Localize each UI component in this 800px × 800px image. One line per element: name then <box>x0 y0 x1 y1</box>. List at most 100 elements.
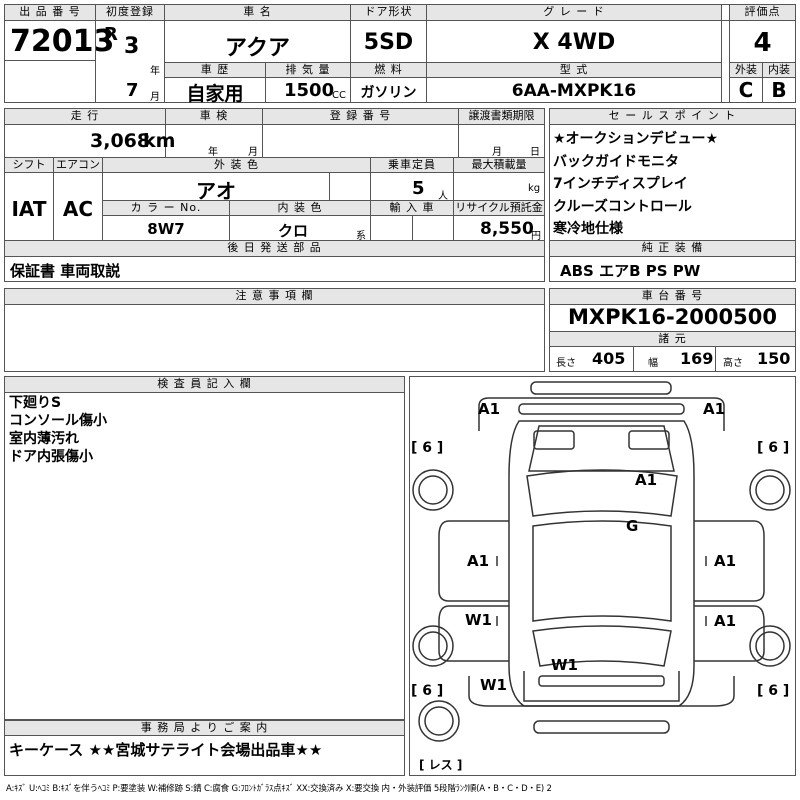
first-reg-label: 初度登録 <box>96 5 164 20</box>
equip-label: 純 正 装 備 <box>550 241 795 256</box>
inspect-month: 月 <box>248 147 258 158</box>
reg-year: 3 <box>124 34 140 59</box>
history-label: 車 歴 <box>165 63 265 77</box>
inspector-block <box>4 376 405 720</box>
color-number: 8W7 <box>147 220 185 238</box>
damage-mark-left-front-door: A1 <box>467 552 490 570</box>
damage-mark-hood: A1 <box>635 471 658 489</box>
tire-rear-right: [ 6 ] <box>757 683 790 699</box>
damage-mark-roof: G <box>626 517 639 535</box>
month-unit: 月 <box>150 92 160 103</box>
reg-month: 7 <box>126 80 139 101</box>
sales-item: ★オークションデビュー★ <box>553 131 719 147</box>
header-block <box>4 4 796 103</box>
regno-label: 登 録 番 号 <box>263 109 458 124</box>
grade-label: グ レ ー ド <box>427 5 721 20</box>
height-label: 高さ <box>723 358 743 369</box>
chassis-label: 車 台 番 号 <box>550 289 795 304</box>
sales-block <box>549 108 796 282</box>
chassis-block <box>549 288 796 372</box>
displacement: 1500 <box>284 80 335 101</box>
damage-mark-front-left: A1 <box>478 400 501 418</box>
history: 自家用 <box>186 83 244 105</box>
tire-front-right: [ 6 ] <box>757 440 790 456</box>
transfer-label: 譲渡書類期限 <box>459 109 544 124</box>
score: 4 <box>753 28 772 58</box>
spec-block <box>4 108 545 282</box>
notes-block <box>4 288 545 372</box>
sales-item: 7インチディスプレイ <box>553 176 688 192</box>
inspect-label: 車 検 <box>166 109 262 124</box>
model-label: 型 式 <box>427 63 721 77</box>
inspector-line: ドア内張傷小 <box>9 449 93 465</box>
load-label: 最大積載量 <box>454 158 544 172</box>
notes-label: 注 意 事 項 欄 <box>5 289 544 304</box>
score-label: 評価点 <box>730 5 795 20</box>
car-label: 車 名 <box>165 5 350 20</box>
recycle-unit: 円 <box>531 231 541 242</box>
disp-label: 排 気 量 <box>266 63 350 77</box>
door-type: 5SD <box>363 30 414 55</box>
shift: IAT <box>11 197 47 221</box>
ext-grade: C <box>738 78 754 102</box>
inspect-year: 年 <box>208 147 218 158</box>
mileage-label: 走 行 <box>5 109 165 124</box>
lot-number: 72013 <box>10 24 115 59</box>
shift-label: シフト <box>5 158 53 172</box>
capacity: 5 <box>412 178 425 199</box>
sales-list: ★オークションデビュー★ バックガイドモニタ 7インチディスプレイ クルーズコン… <box>553 128 718 241</box>
sales-item: クルーズコントロール <box>553 198 692 215</box>
lot-label: 出 品 番 号 <box>5 5 95 20</box>
transfer-day: 日 <box>530 147 540 158</box>
fuel-label: 燃 料 <box>351 63 426 77</box>
fuel: ガソリン <box>360 85 417 101</box>
sales-item: バックガイドモニタ <box>553 153 679 170</box>
recycle-fee: 8,550 <box>480 219 534 239</box>
grade: X 4WD <box>532 30 616 55</box>
width: 169 <box>680 349 714 368</box>
tire-rear-left: [ 6 ] <box>411 683 444 699</box>
int-grade: B <box>771 78 787 102</box>
height: 150 <box>757 349 791 368</box>
damage-mark-rear-quarter: W1 <box>480 676 507 694</box>
sales-item: 寒冷地仕様 <box>553 221 623 237</box>
equipment: ABS エアB PS PW <box>560 262 701 280</box>
office-block <box>4 720 405 776</box>
later-parts-label: 後 日 発 送 部 品 <box>5 241 544 256</box>
capacity-unit: 人 <box>438 191 448 202</box>
color: アオ <box>196 179 236 203</box>
chassis-number: MXPK16-2000500 <box>568 305 777 329</box>
intcolor-label: 内 装 色 <box>230 201 370 215</box>
mileage-unit: km <box>143 130 176 152</box>
sales-label: セ ー ル ス ポ イ ン ト <box>550 109 795 124</box>
import-label: 輸 入 車 <box>371 201 453 215</box>
damage-mark-front-right: A1 <box>703 400 726 418</box>
damage-mark-left-rear-door: W1 <box>465 611 492 629</box>
disp-unit: CC <box>332 90 346 101</box>
interior-color: クロ <box>277 222 308 240</box>
width-label: 幅 <box>648 358 658 369</box>
damage-mark-trunk: W1 <box>551 656 578 674</box>
later-parts: 保証書 車両取説 <box>10 262 121 280</box>
tire-front-left: [ 6 ] <box>411 440 444 456</box>
legend: A:ｷｽﾞ U:ﾍｺﾐ B:ｷｽﾞを伴うﾍｺﾐ P:要塗装 W:補修跡 S:錆 … <box>6 784 552 794</box>
damage-mark-right-rear-door: A1 <box>714 612 737 630</box>
ac-label: エアコン <box>54 158 102 172</box>
inspector-label: 検 査 員 記 入 欄 <box>5 377 404 392</box>
transfer-month: 月 <box>492 147 502 158</box>
color-label: 外 装 色 <box>103 158 370 172</box>
diagram-block <box>409 376 796 776</box>
model: 6AA-MXPK16 <box>511 81 637 101</box>
int-label: 内装 <box>763 63 795 77</box>
mileage: 3,068 <box>90 130 151 152</box>
capacity-label: 乗車定員 <box>371 158 453 172</box>
office-note: キーケース ★★宮城サテライト会場出品車★★ <box>9 741 323 759</box>
ext-label: 外装 <box>730 63 762 77</box>
dimensions-label: 諸 元 <box>550 332 795 346</box>
spare-tire: [ レス ] <box>419 758 463 772</box>
aircon: AC <box>62 197 94 221</box>
car-name: アクア <box>225 36 290 61</box>
intcolor-unit: 系 <box>356 231 366 242</box>
reg-era: R <box>104 24 118 45</box>
length: 405 <box>592 349 626 368</box>
